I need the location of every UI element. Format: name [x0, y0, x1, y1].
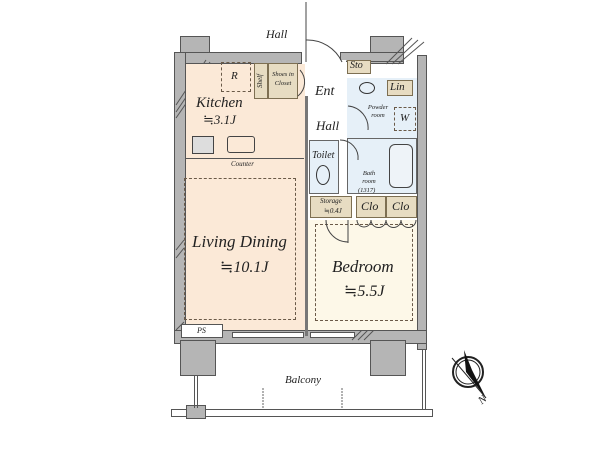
stove-icon — [192, 136, 214, 154]
entrance — [308, 60, 346, 100]
kitchen-area: ≒3.1J — [203, 112, 236, 127]
linen-label: Lin — [390, 81, 405, 93]
inner-hall — [310, 104, 345, 140]
balcony-left-rail — [194, 376, 198, 408]
washer-label: W — [400, 112, 410, 124]
sink-icon — [227, 136, 255, 153]
bedroom-floor — [315, 224, 413, 321]
washer-space — [394, 107, 416, 131]
kitchen-label: Kitchen — [196, 95, 243, 111]
window-living — [232, 332, 304, 338]
washbasin-icon — [359, 82, 375, 94]
balcony-right-rail — [422, 350, 426, 410]
closet-1 — [356, 196, 386, 218]
linen-storage — [387, 80, 413, 96]
living-dining-area: ≒10.1J — [220, 259, 269, 276]
storage-label: Storage — [320, 197, 342, 205]
shoes-closet — [268, 63, 298, 99]
living-dining-room — [186, 64, 305, 330]
storage-small-label: Sto — [350, 60, 363, 71]
balcony-post — [186, 405, 206, 419]
partition-living-bedroom — [305, 96, 308, 336]
bath-room-label: Bath room — [362, 170, 376, 185]
column-bottom-left — [180, 340, 216, 376]
bathtub-icon — [389, 144, 413, 188]
shoes-closet-label: Shoes in Closet — [272, 71, 294, 87]
storage — [310, 196, 352, 218]
pipe-space-label: PS — [197, 326, 206, 335]
closet-2-label: Clo — [392, 199, 410, 213]
window-bedroom — [310, 332, 355, 338]
bath-room-size: (1317) — [358, 187, 376, 194]
storage-small — [347, 60, 371, 74]
bedroom-label: Bedroom — [332, 257, 394, 276]
bedroom-area: ≒5.5J — [344, 283, 385, 300]
counter-label: Counter — [231, 160, 254, 168]
powder-room-label: Powder room — [367, 104, 389, 119]
entrance-label: Ent — [315, 84, 335, 99]
refrigerator-label: R — [231, 70, 238, 82]
living-dining-label: Living Dining — [192, 232, 287, 251]
compass-icon — [451, 350, 487, 399]
toilet-icon — [316, 165, 330, 185]
refrigerator-space — [221, 62, 251, 92]
living-dining-floor — [184, 178, 296, 320]
storage-area: ≒0.4J — [324, 207, 342, 215]
toilet-label: Toilet — [312, 150, 335, 161]
closet-2 — [386, 196, 417, 218]
kitchen-counter — [186, 134, 304, 159]
inner-hall-label: Hall — [316, 118, 340, 133]
closet-1-label: Clo — [361, 199, 379, 213]
column-bottom-right — [370, 340, 406, 376]
balcony-railing — [171, 409, 433, 417]
hall-label-top: Hall — [266, 27, 288, 41]
shelf — [254, 63, 268, 99]
wall-right — [417, 55, 427, 350]
bedroom — [308, 220, 417, 330]
wall-top-right — [340, 52, 404, 62]
balcony-label: Balcony — [285, 374, 322, 386]
pipe-space — [181, 324, 223, 338]
